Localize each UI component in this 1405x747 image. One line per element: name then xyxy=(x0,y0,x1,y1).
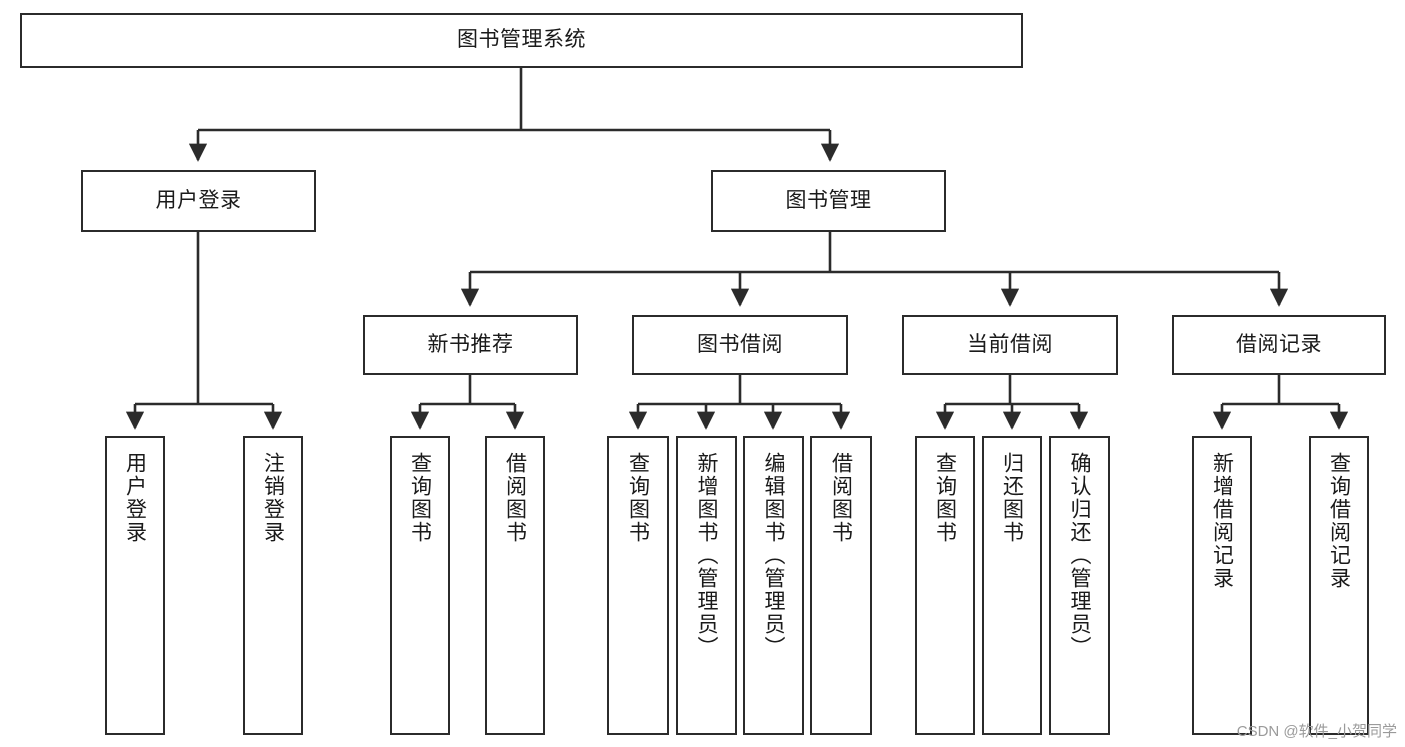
leaf-query-book-rec[interactable]: 查询图书 xyxy=(390,436,450,735)
leaf-add-book-label: 新增图书（管理员） xyxy=(695,452,718,659)
node-current-borrow-label: 当前借阅 xyxy=(967,332,1053,356)
node-new-book-recommend[interactable]: 新书推荐 xyxy=(363,315,578,375)
leaf-return-book[interactable]: 归还图书 xyxy=(982,436,1042,735)
leaf-user-login-label: 用户登录 xyxy=(123,452,147,544)
node-user-login[interactable]: 用户登录 xyxy=(81,170,316,232)
leaf-query-book-borrow-label: 查询图书 xyxy=(626,452,650,544)
leaf-query-book-current-label: 查询图书 xyxy=(933,452,957,544)
node-user-login-label: 用户登录 xyxy=(155,188,242,212)
node-borrow-record-label: 借阅记录 xyxy=(1236,332,1322,356)
node-book-borrow[interactable]: 图书借阅 xyxy=(632,315,848,375)
node-book-borrow-label: 图书借阅 xyxy=(697,332,783,356)
node-borrow-record[interactable]: 借阅记录 xyxy=(1172,315,1386,375)
leaf-add-record-label: 新增借阅记录 xyxy=(1210,452,1234,590)
leaf-borrow-book-label: 借阅图书 xyxy=(829,452,853,544)
leaf-add-record[interactable]: 新增借阅记录 xyxy=(1192,436,1252,735)
leaf-borrow-book-rec[interactable]: 借阅图书 xyxy=(485,436,545,735)
leaf-query-record[interactable]: 查询借阅记录 xyxy=(1309,436,1369,735)
leaf-borrow-book-rec-label: 借阅图书 xyxy=(503,452,527,544)
leaf-user-login[interactable]: 用户登录 xyxy=(105,436,165,735)
leaf-borrow-book[interactable]: 借阅图书 xyxy=(810,436,872,735)
leaf-query-book-rec-label: 查询图书 xyxy=(408,452,432,544)
node-current-borrow[interactable]: 当前借阅 xyxy=(902,315,1118,375)
node-book-manage-label: 图书管理 xyxy=(785,188,872,212)
leaf-confirm-return[interactable]: 确认归还（管理员） xyxy=(1049,436,1110,735)
leaf-return-book-label: 归还图书 xyxy=(1000,452,1024,544)
leaf-add-book[interactable]: 新增图书（管理员） xyxy=(676,436,737,735)
leaf-query-record-label: 查询借阅记录 xyxy=(1327,452,1351,590)
node-new-book-recommend-label: 新书推荐 xyxy=(427,332,514,356)
leaf-edit-book-label: 编辑图书（管理员） xyxy=(762,452,785,659)
node-book-manage[interactable]: 图书管理 xyxy=(711,170,946,232)
leaf-logout-login[interactable]: 注销登录 xyxy=(243,436,303,735)
node-root-label: 图书管理系统 xyxy=(457,28,586,52)
leaf-logout-login-label: 注销登录 xyxy=(261,452,285,544)
node-root[interactable]: 图书管理系统 xyxy=(20,13,1023,68)
leaf-confirm-return-label: 确认归还（管理员） xyxy=(1068,452,1091,659)
leaf-query-book-current[interactable]: 查询图书 xyxy=(915,436,975,735)
watermark: CSDN @软件_小贺同学 xyxy=(1236,723,1397,740)
leaf-query-book-borrow[interactable]: 查询图书 xyxy=(607,436,669,735)
leaf-edit-book[interactable]: 编辑图书（管理员） xyxy=(743,436,804,735)
